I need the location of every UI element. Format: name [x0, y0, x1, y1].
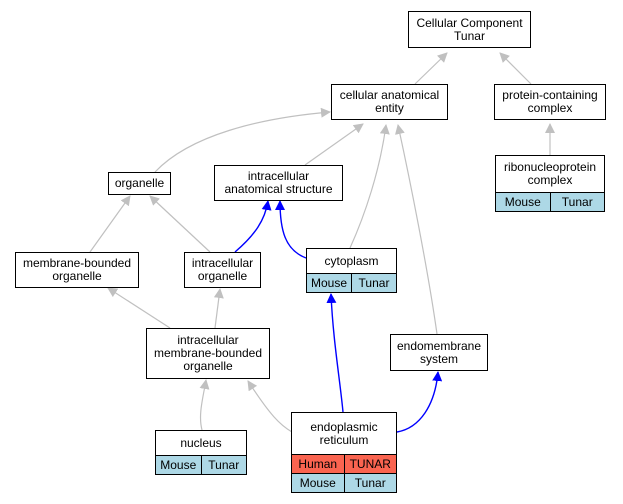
- edge-io-to-organelle: [149, 195, 211, 253]
- node-label-line: cytoplasm: [324, 253, 379, 268]
- node-organelle[interactable]: organelle: [108, 172, 171, 195]
- node-label-line: ribonucleoprotein: [503, 160, 597, 174]
- node-label-line: cellular anatomical: [339, 88, 440, 102]
- gene-cell: Tunar: [351, 274, 396, 292]
- node-label-line: system: [419, 351, 458, 366]
- gene-cell: TUNAR: [343, 455, 396, 473]
- node-label-line: organelle: [52, 269, 102, 283]
- node-label-line: endomembrane: [396, 338, 482, 353]
- node-label-line: protein-containing: [502, 88, 598, 102]
- edge-cytoplasm-to-cae: [349, 124, 390, 249]
- node-label: nucleus: [156, 431, 246, 455]
- species-cell: Mouse: [496, 193, 550, 211]
- node-label-line: intracellular: [191, 256, 254, 270]
- node-label-line: intracellular: [247, 169, 310, 183]
- node-label-line: organelle: [183, 359, 233, 373]
- edge-io-to-ias: [234, 200, 272, 253]
- node-label-line: entity: [375, 101, 404, 115]
- node-label-line: anatomical structure: [224, 182, 333, 196]
- edge-nucleus-to-imbo: [199, 379, 210, 431]
- node-label-line: membrane-bounded: [22, 256, 132, 270]
- species-cell: Mouse: [156, 456, 201, 474]
- edge-endomembrane-to-cae: [395, 124, 438, 335]
- node-label: organelle: [109, 173, 170, 194]
- node-label-line: organelle: [114, 176, 165, 190]
- species-cell: Mouse: [292, 474, 344, 492]
- node-label-line: organelle: [197, 269, 248, 283]
- edge-ias-to-cae: [304, 123, 364, 166]
- node-label: cytoplasm: [307, 249, 396, 273]
- species-cell: Human: [292, 455, 344, 473]
- node-label-line: complex: [527, 173, 573, 187]
- node-label-line: endoplasmic: [310, 419, 378, 434]
- node-label-line: nucleus: [180, 435, 222, 450]
- gene-cell: Tunar: [343, 474, 396, 492]
- edge-cytoplasm-to-ias: [275, 200, 307, 259]
- edge-mbo-to-organelle: [89, 195, 131, 253]
- node-label-line: Cellular Component: [416, 15, 523, 30]
- edge-organelle-to-cae: [154, 107, 331, 173]
- edge-er-to-cytoplasm: [326, 293, 344, 413]
- edge-imbo-to-io: [213, 288, 224, 329]
- edge-cae-to-root: [414, 52, 448, 85]
- node-label-line: intracellular: [177, 333, 239, 347]
- edge-imbo-to-mbo: [107, 287, 171, 329]
- node-label-line: complex: [527, 101, 573, 115]
- species-cell: Mouse: [307, 274, 351, 292]
- node-label-line: Tunar: [454, 28, 485, 43]
- node-label-line: membrane-bounded: [153, 346, 263, 360]
- edge-pcc-to-root: [499, 52, 532, 85]
- node-label-line: reticulum: [319, 432, 369, 447]
- edge-er-to-endomembrane: [396, 371, 443, 433]
- gene-cell: Tunar: [549, 193, 604, 211]
- edge-er-to-imbo: [247, 380, 293, 433]
- gene-cell: Tunar: [200, 456, 246, 474]
